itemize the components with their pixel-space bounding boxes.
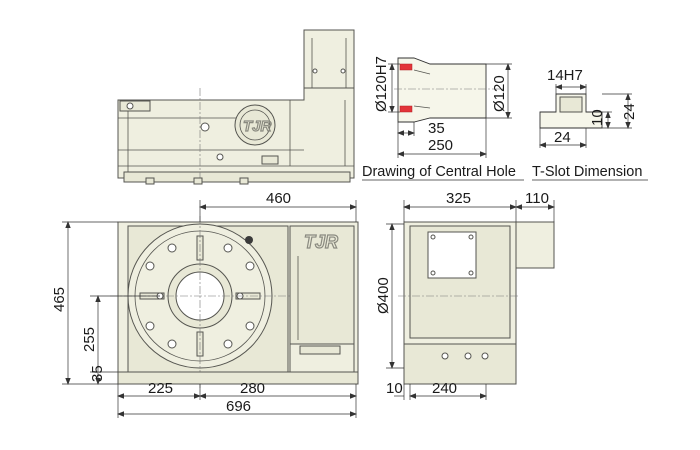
panel-screw <box>468 270 474 276</box>
top-view: TJR <box>117 29 355 186</box>
dim-depth-total: 250 <box>428 137 453 154</box>
tslot-key <box>559 96 583 113</box>
motor-side <box>515 221 555 269</box>
access-panel <box>427 231 477 279</box>
bolt-hole <box>223 339 233 349</box>
motor-bolt <box>312 68 318 74</box>
side-view: 325 110 Ø400 10 240 <box>375 190 555 400</box>
bolt-holes <box>145 243 255 349</box>
clamp-knob <box>200 122 210 132</box>
bolt-hole <box>223 243 233 253</box>
dim-left-center: 225 <box>148 380 173 397</box>
central-hole-caption: Drawing of Central Hole <box>362 164 516 180</box>
face-disc-ring <box>239 109 271 141</box>
dim-bore-left: Ø120H7 <box>373 56 390 112</box>
dim-center-height: 255 <box>81 327 98 352</box>
bore-edge <box>413 69 431 75</box>
bolt-hole <box>167 243 177 253</box>
tslot-drawing: 14H7 24 10 24 T-Slot Dimension <box>532 67 648 181</box>
foot <box>239 177 249 185</box>
dim-base-width: 240 <box>432 380 457 397</box>
dim-slot-offset: 35 <box>89 365 106 382</box>
side-bolt <box>464 352 472 360</box>
tslot-width-top: 14H7 <box>547 67 583 84</box>
dim-base-left: 10 <box>386 380 403 397</box>
side-base <box>403 343 517 385</box>
tslot-height-total: 24 <box>621 103 638 120</box>
bore-edge <box>413 105 431 109</box>
dim-depth-small: 35 <box>428 120 445 137</box>
tslot-height-slot: 10 <box>589 109 606 126</box>
dim-total-length: 696 <box>226 398 251 415</box>
panel-screw <box>430 234 436 240</box>
dim-height: 465 <box>51 287 68 312</box>
face-logo: TJR <box>243 118 272 135</box>
bolt-hole <box>145 321 155 331</box>
central-hole-drawing: Ø120H7 Ø120 35 250 Drawing of Central Ho… <box>362 56 524 181</box>
side-bolt <box>481 352 489 360</box>
lever-block <box>119 100 151 112</box>
dim-table-dia: Ø400 <box>375 277 392 314</box>
bolt-hole <box>145 261 155 271</box>
indicator-dot <box>245 236 253 244</box>
bolt-hole <box>167 339 177 349</box>
base-flange-top <box>123 171 351 183</box>
front-logo: TJR <box>304 232 338 252</box>
foot <box>193 177 203 185</box>
bolt-hole <box>245 321 255 331</box>
housing-detail <box>299 345 341 355</box>
handle <box>261 155 279 165</box>
lever-pivot <box>126 102 134 110</box>
seal-bottom <box>399 105 413 113</box>
seal-top <box>399 63 413 71</box>
face-disc <box>234 104 276 146</box>
motor-bolt <box>340 68 346 74</box>
dim-bore-right: Ø120 <box>491 75 508 112</box>
panel-screw <box>430 270 436 276</box>
dim-depth: 325 <box>446 190 471 207</box>
coolant-port <box>216 153 224 161</box>
side-bolt <box>441 352 449 360</box>
main-body-top <box>117 87 355 179</box>
tslot-caption: T-Slot Dimension <box>532 164 642 180</box>
dim-motor: 110 <box>525 190 549 207</box>
foot <box>145 177 155 185</box>
front-view: TJR 460 465 255 35 225 280 696 <box>51 190 359 418</box>
dim-right-center: 280 <box>240 380 265 397</box>
dim-top-width: 460 <box>266 190 291 207</box>
bolt-hole <box>245 261 255 271</box>
tslot-width-bottom: 24 <box>554 129 571 146</box>
panel-screw <box>468 234 474 240</box>
base-plate <box>117 371 359 385</box>
gear-housing <box>289 225 355 345</box>
